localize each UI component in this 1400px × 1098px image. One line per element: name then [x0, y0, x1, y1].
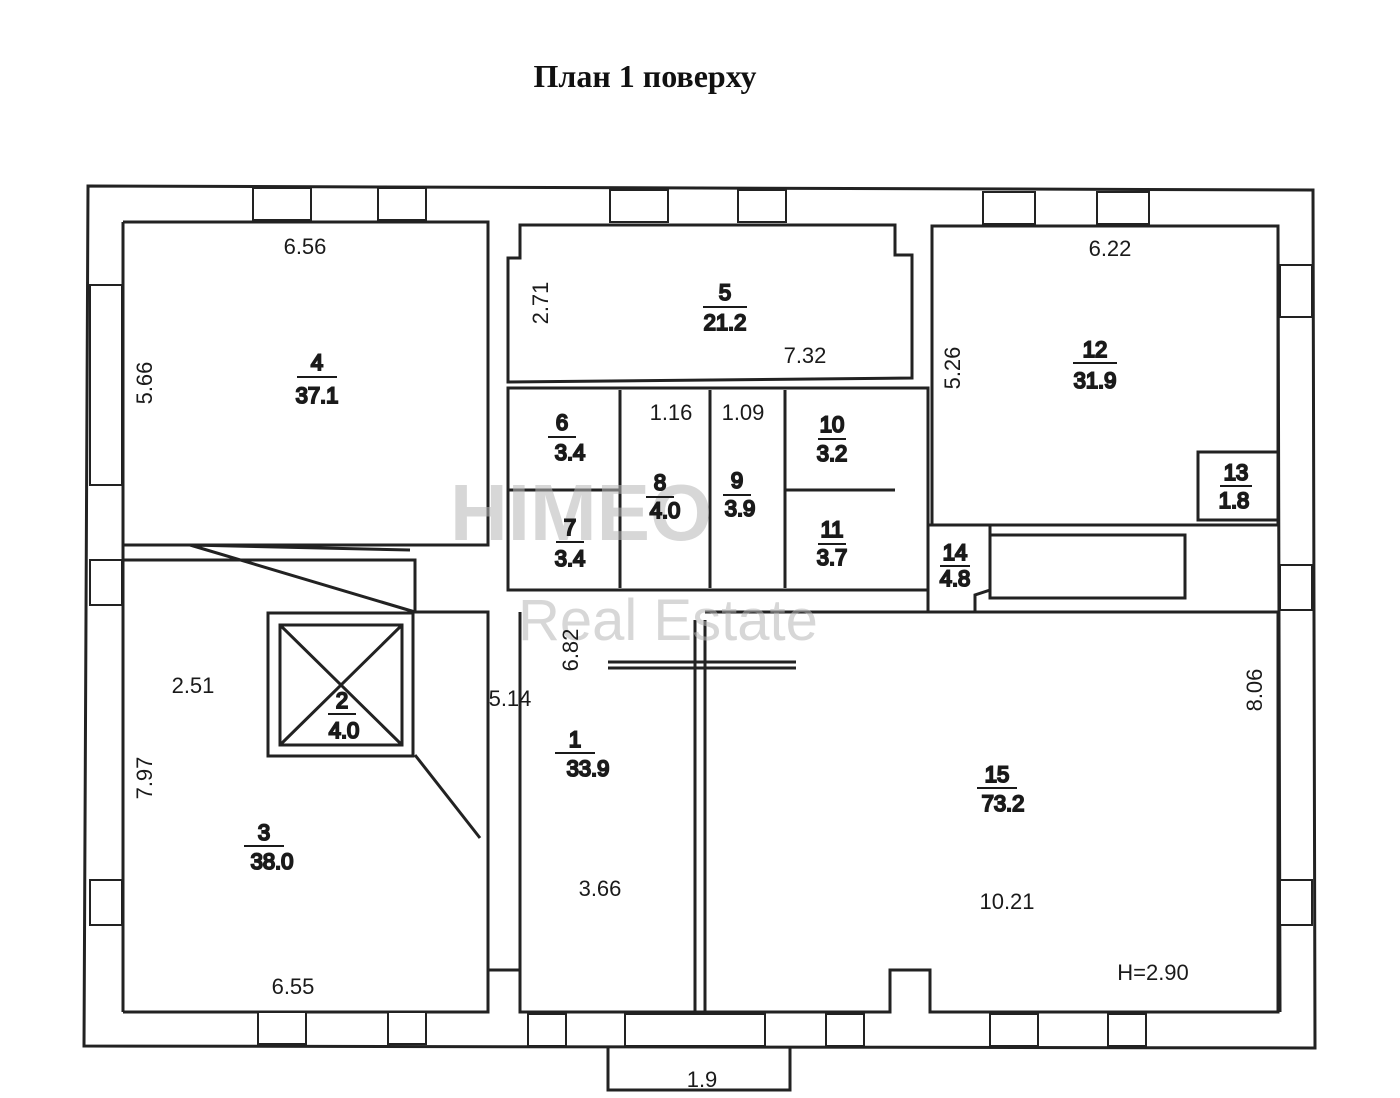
- wall-corridor: [518, 612, 707, 1012]
- window: [1107, 1013, 1147, 1047]
- dimension-label: 7.97: [132, 757, 157, 800]
- room-7-area: 3.4: [555, 546, 586, 571]
- dimension-label: 10.21: [979, 889, 1034, 914]
- wall-room-12: [930, 224, 1280, 527]
- room-5-number: 5: [719, 280, 731, 305]
- room-12-number: 12: [1083, 337, 1107, 362]
- windows: [89, 187, 1313, 1047]
- stairs-left: [189, 543, 416, 614]
- room-13-number: 13: [1224, 460, 1248, 485]
- room-4-area: 37.1: [296, 383, 339, 408]
- room-2-number: 2: [336, 688, 348, 713]
- dimension-label: 8.06: [1242, 669, 1267, 712]
- room-3-number: 3: [258, 820, 270, 845]
- room-2-cross: [278, 623, 404, 747]
- window: [387, 1011, 427, 1045]
- watermark-sub: Real Estate: [518, 588, 818, 653]
- room-11-area: 3.7: [817, 545, 848, 570]
- wall-sanitary-dividers: [508, 390, 895, 588]
- room-15-number: 15: [985, 762, 1009, 787]
- dimension-label: 2.51: [172, 673, 215, 698]
- window: [1279, 264, 1313, 318]
- room-4-number: 4: [311, 350, 323, 375]
- room-2-inner: [278, 623, 404, 747]
- window: [624, 1013, 766, 1047]
- window: [737, 189, 787, 223]
- dimension-label: 3.66: [579, 876, 622, 901]
- page-title: План 1 поверху: [533, 58, 757, 94]
- room-3-area: 38.0: [251, 849, 294, 874]
- dimension-label: 7.32: [784, 343, 827, 368]
- wall-room-13: [1196, 450, 1280, 522]
- room-1-number: 1: [569, 727, 581, 752]
- room-14-area: 4.8: [940, 566, 971, 591]
- window: [257, 1011, 307, 1045]
- room-10-number: 10: [820, 412, 844, 437]
- window: [252, 187, 312, 221]
- room-6-area: 3.4: [555, 440, 586, 465]
- room-8-number: 8: [654, 470, 666, 495]
- window: [825, 1013, 865, 1047]
- window: [89, 284, 123, 486]
- window: [89, 559, 123, 606]
- room-2-area: 4.0: [329, 718, 360, 743]
- ceiling-height: H=2.90: [1117, 960, 1189, 985]
- wall-room-4: [123, 220, 490, 547]
- window: [527, 1013, 567, 1047]
- room-12-area: 31.9: [1074, 368, 1117, 393]
- dimension-label: 6.82: [558, 629, 583, 672]
- room-14-number: 14: [943, 540, 967, 565]
- dimension-label: 6.55: [272, 974, 315, 999]
- room-9-area: 3.9: [725, 496, 756, 521]
- wall-bottom-inner: [123, 968, 890, 1014]
- room-labels: 4 37.1 5 21.2 12 31.9 6 3.4 7 3.4 8 4.0 …: [244, 279, 1252, 875]
- wall-room-5: [506, 223, 914, 384]
- dimension-label: 1.9: [687, 1067, 718, 1092]
- room-11-number: 11: [821, 517, 844, 542]
- dimension-label: 1.16: [650, 400, 693, 425]
- dimension-label: 5.26: [940, 347, 965, 390]
- window: [89, 879, 123, 926]
- wall-room-15: [705, 610, 1280, 1014]
- room-6-number: 6: [556, 410, 568, 435]
- window: [377, 187, 427, 221]
- wall-room-3: [123, 558, 490, 1014]
- window: [1096, 191, 1150, 225]
- dimension-label: 2.71: [528, 282, 553, 325]
- window: [982, 191, 1036, 225]
- room-7-number: 7: [564, 515, 576, 540]
- window: [609, 189, 669, 223]
- window: [989, 1013, 1039, 1047]
- dimension-label: 6.56: [284, 234, 327, 259]
- dimension-label: 5.66: [132, 362, 157, 405]
- entrance-porch: [606, 1046, 792, 1092]
- door-swing: [413, 754, 482, 839]
- dimension-label: 1.09: [722, 400, 765, 425]
- dimension-label: 5.14: [489, 686, 532, 711]
- room-2-shaft: [266, 611, 415, 758]
- outer-wall: [82, 184, 1317, 1050]
- window: [1279, 564, 1313, 611]
- window: [1279, 879, 1313, 926]
- room-15-area: 73.2: [982, 791, 1025, 816]
- room-1-area: 33.9: [567, 756, 610, 781]
- room-5-area: 21.2: [704, 310, 747, 335]
- stairs-right: [988, 533, 1187, 600]
- room-8-area: 4.0: [650, 498, 681, 523]
- room-10-area: 3.2: [817, 441, 848, 466]
- wall-divider-horizontal: [608, 660, 796, 670]
- room-9-number: 9: [731, 468, 743, 493]
- room-13-area: 1.8: [1219, 488, 1250, 513]
- dimension-label: 6.22: [1089, 236, 1132, 261]
